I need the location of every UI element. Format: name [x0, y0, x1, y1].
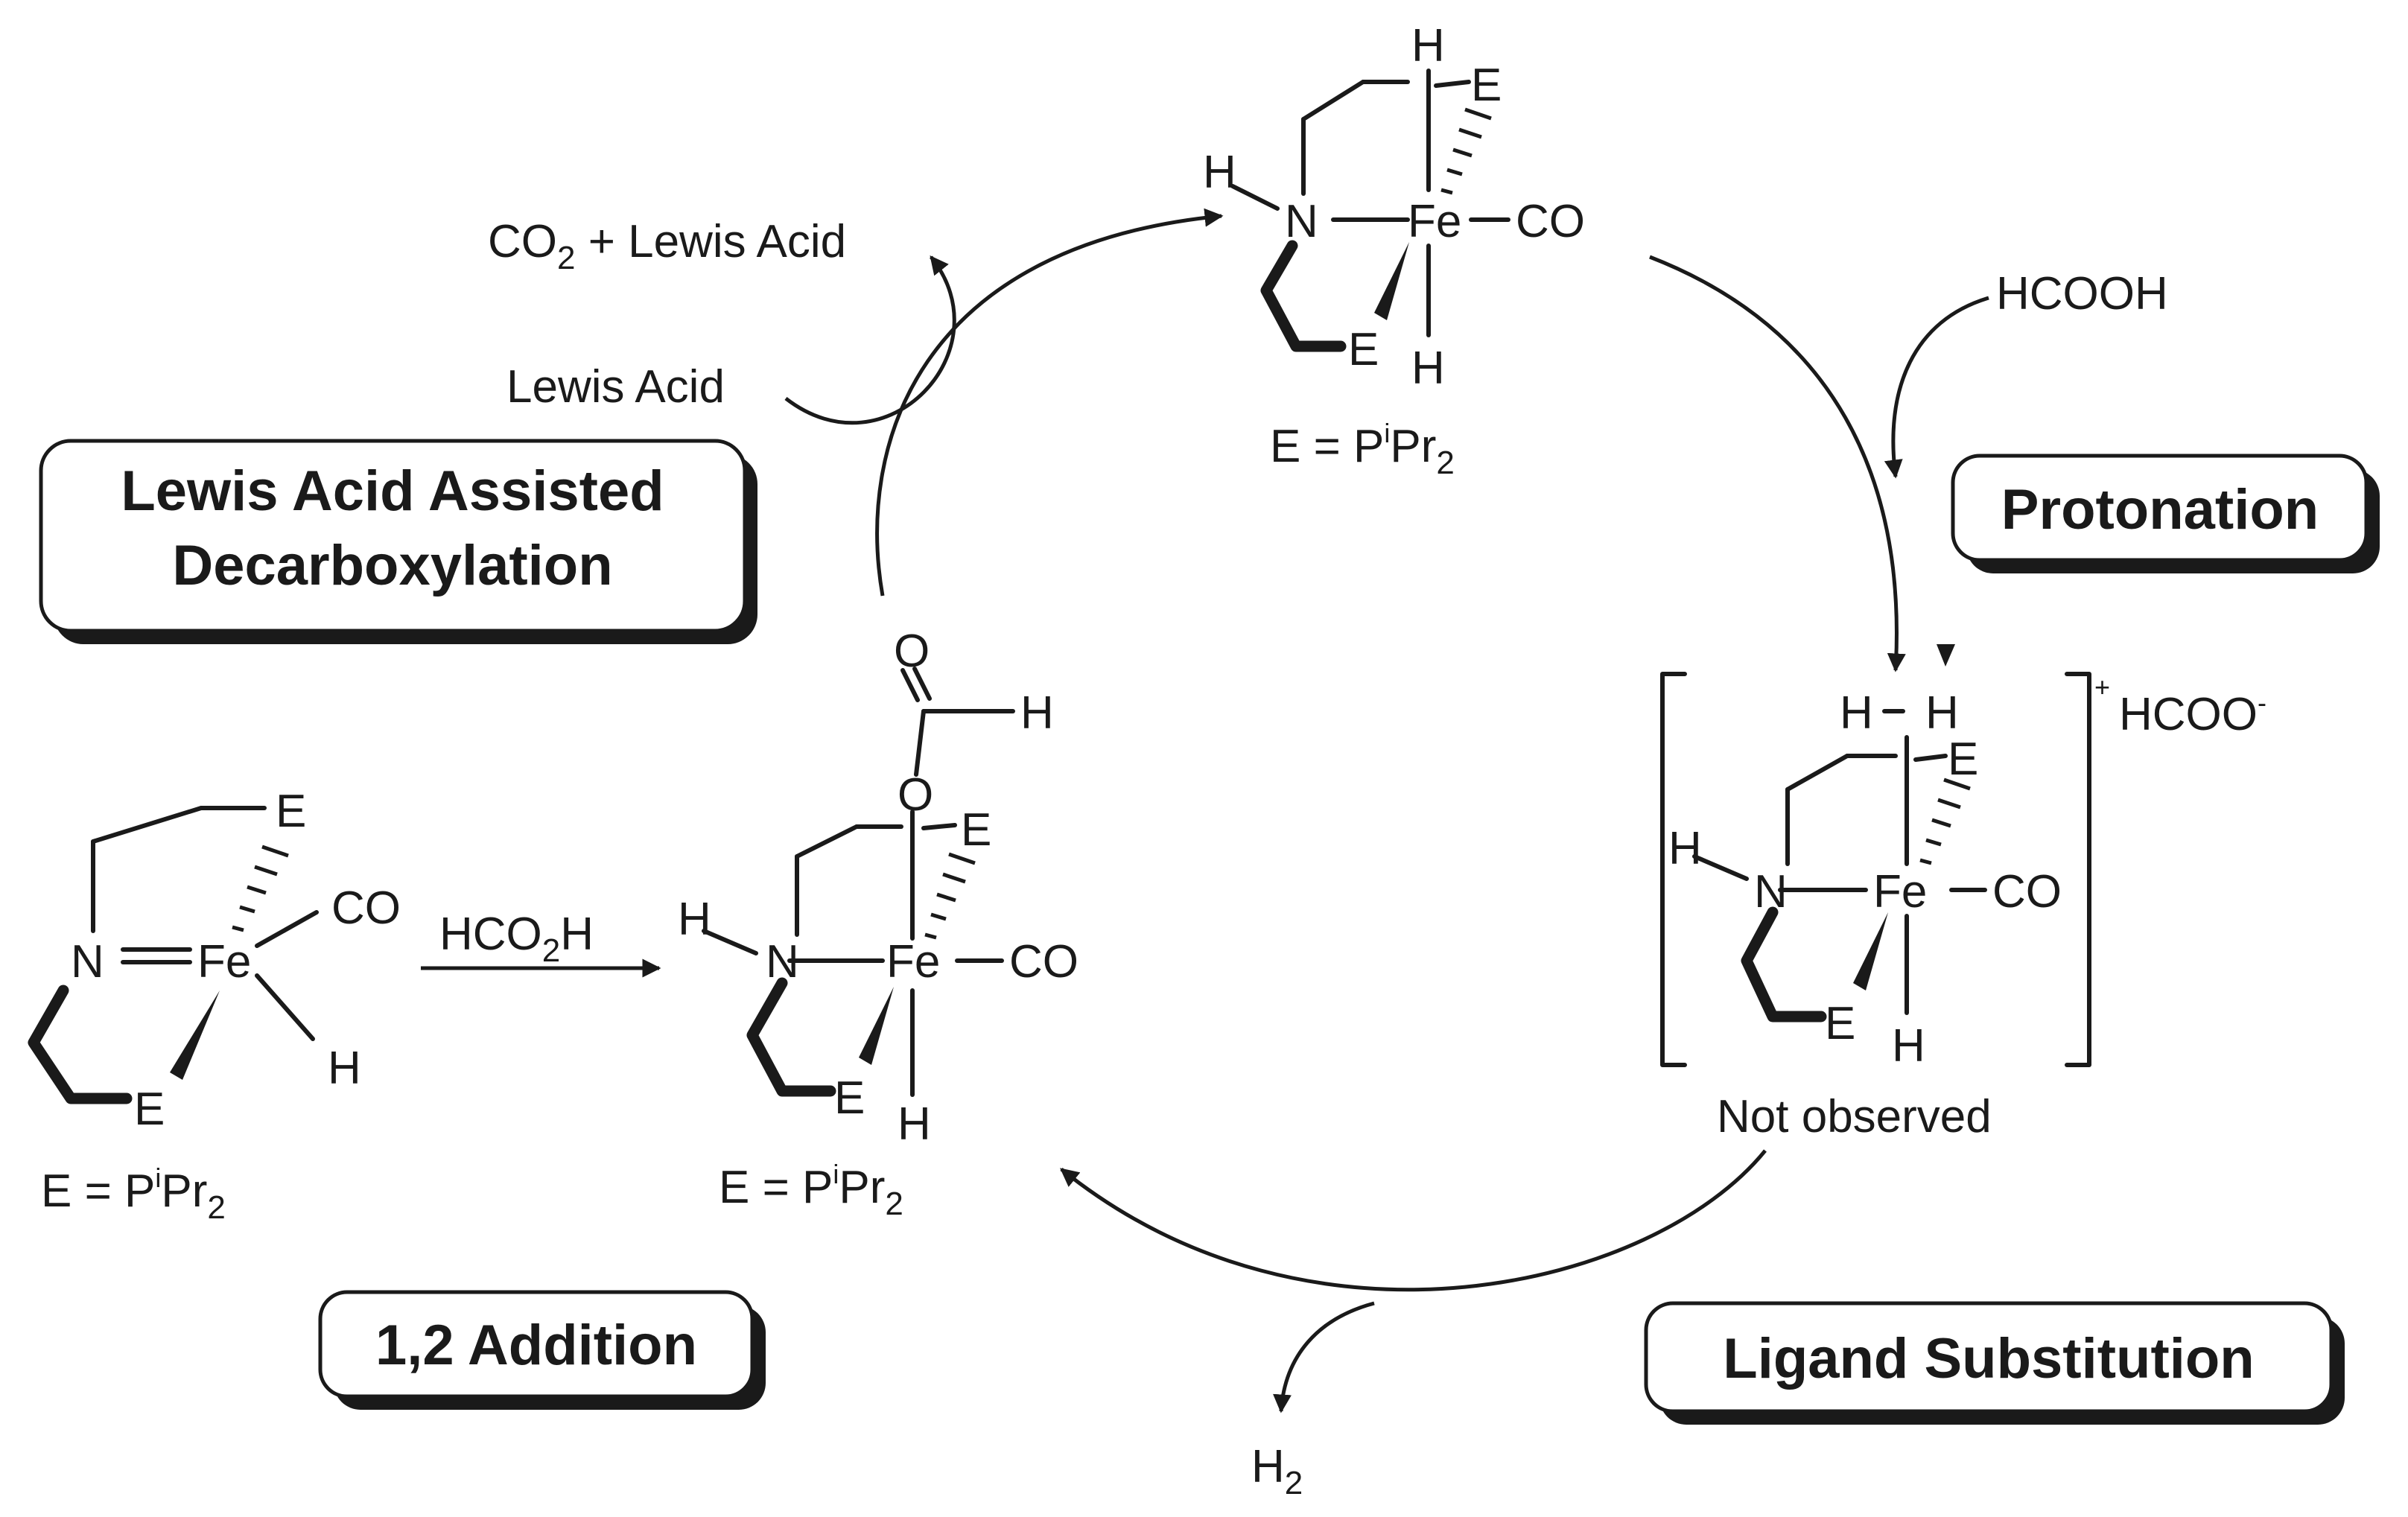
- not-observed-label: Not observed: [1717, 1091, 1992, 1142]
- atom-h: H: [328, 1043, 361, 1094]
- atom-h: H: [1020, 687, 1054, 739]
- atom-fe: Fe: [1873, 866, 1927, 917]
- atom-e: E: [1471, 60, 1502, 111]
- atom-h: H: [1411, 20, 1445, 71]
- stage-label-decarboxylation-line2: Decarboxylation: [172, 534, 612, 597]
- formate-counterion: HCOO-: [2119, 687, 2266, 740]
- atom-e: E: [1825, 998, 1855, 1049]
- atom-h: H: [1203, 147, 1236, 198]
- complex-middle: O H O E H N Fe CO E H E = PiPr2: [678, 626, 1078, 1222]
- hash-bond-right: [1919, 777, 1971, 865]
- lewis-acid-label: Lewis Acid: [506, 361, 725, 413]
- h2-label: H2: [1251, 1441, 1303, 1501]
- hco2h-label: HCO2H: [439, 909, 594, 969]
- stage-label-addition: 1,2 Addition: [375, 1314, 697, 1377]
- atom-e: E: [961, 804, 991, 856]
- atom-e: E: [1948, 734, 1978, 785]
- atom-h: H: [898, 1098, 931, 1150]
- atom-h: H: [1892, 1020, 1925, 1072]
- atom-h: H: [1840, 687, 1873, 739]
- stage-box-addition: 1,2 Addition: [318, 1290, 766, 1410]
- bracket-left: [1660, 672, 1687, 1067]
- bracket-right: [2065, 672, 2091, 1067]
- substituent-label: E = PiPr2: [719, 1159, 903, 1222]
- hash-bond-middle: [924, 852, 976, 940]
- atom-o: O: [894, 626, 930, 677]
- atom-n: N: [766, 936, 799, 988]
- atom-e: E: [1348, 324, 1379, 375]
- atom-n: N: [71, 936, 104, 988]
- co2-lewis-acid-label: CO2 + Lewis Acid: [488, 216, 846, 276]
- atom-h: H: [1925, 687, 1959, 739]
- wedge-bond-top: [1374, 242, 1409, 320]
- atom-fe: Fe: [197, 936, 251, 988]
- complex-left: E CO N Fe H E E = PiPr2: [28, 786, 401, 1226]
- arrow-protonation-input: [1884, 296, 1989, 479]
- atom-h: H: [1411, 343, 1445, 394]
- atom-e: E: [134, 1084, 165, 1135]
- wedge-bond-right: [1853, 912, 1888, 990]
- atom-e: E: [834, 1072, 865, 1124]
- atom-o: O: [898, 769, 933, 821]
- stage-label-protonation: Protonation: [2001, 478, 2319, 541]
- stage-box-decarboxylation: Lewis Acid Assisted Decarboxylation: [39, 439, 757, 644]
- atom-co: CO: [1516, 196, 1585, 247]
- stage-label-ligand-substitution: Ligand Substitution: [1723, 1327, 2254, 1390]
- arrow-lewis-acid-loop: [784, 255, 956, 425]
- atom-n: N: [1754, 866, 1788, 917]
- hcooh-label: HCOOH: [1996, 268, 2168, 319]
- substituent-label: E = PiPr2: [1270, 418, 1455, 481]
- atom-co: CO: [1992, 866, 2062, 917]
- stage-box-ligand-substitution: Ligand Substitution: [1644, 1301, 2345, 1425]
- arrow-h2-release: [1273, 1301, 1375, 1413]
- atom-fe: Fe: [886, 936, 940, 988]
- complex-right: H H E H N Fe CO E H + HCOO- Not observed: [1660, 644, 2266, 1142]
- cycle-arrow-top-left: [875, 208, 1224, 597]
- cycle-arrow-top-right: [1649, 255, 1906, 672]
- wedge-bond-middle: [859, 987, 894, 1065]
- atom-h: H: [678, 894, 711, 945]
- stage-label-decarboxylation-line1: Lewis Acid Assisted: [121, 459, 664, 523]
- atom-fe: Fe: [1408, 196, 1461, 247]
- cycle-arrow-bottom: [1060, 1149, 1767, 1292]
- atom-co: CO: [1009, 936, 1078, 988]
- cation-charge: +: [2094, 672, 2110, 702]
- hash-bond-left: [232, 845, 289, 932]
- wedge-bond-left: [170, 990, 220, 1080]
- hash-bond-top: [1440, 107, 1492, 195]
- small-arrowhead: [1937, 644, 1955, 667]
- stage-box-protonation: Protonation: [1951, 454, 2380, 573]
- reagent-labels: HCO2H HCOOH Lewis Acid CO2 + Lewis Acid …: [439, 216, 2168, 1501]
- atom-n: N: [1285, 196, 1318, 247]
- atom-e: E: [276, 786, 306, 837]
- substituent-label: E = PiPr2: [41, 1163, 226, 1226]
- complex-top: H N Fe CO H E E H E = PiPr2: [1203, 20, 1585, 481]
- atom-co: CO: [331, 882, 401, 934]
- cycle-arrows: [421, 208, 1989, 1413]
- atom-h: H: [1668, 823, 1702, 874]
